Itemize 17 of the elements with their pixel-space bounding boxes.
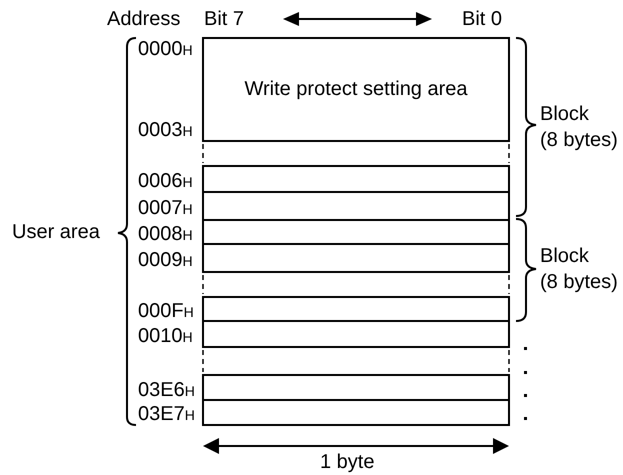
byte-row xyxy=(202,320,510,348)
byte-row xyxy=(202,243,510,273)
bit-label: Bit 0 xyxy=(462,7,502,31)
byte-row xyxy=(202,219,510,245)
block-size-label: Block (8 bytes) xyxy=(540,244,619,295)
byte-row xyxy=(202,399,510,426)
byte-row xyxy=(202,296,510,322)
area-label: Write protect setting area xyxy=(244,78,468,101)
block-size-label: Block (8 bytes) xyxy=(540,102,619,153)
column-heading: Address xyxy=(107,7,180,31)
region-label: User area xyxy=(12,220,100,244)
byte-row xyxy=(202,165,510,193)
byte-row xyxy=(202,374,510,401)
memory-area-box xyxy=(202,37,510,142)
bit-label: Bit 7 xyxy=(204,7,244,31)
byte-row xyxy=(202,191,510,221)
dimension-label: 1 byte xyxy=(320,450,374,474)
